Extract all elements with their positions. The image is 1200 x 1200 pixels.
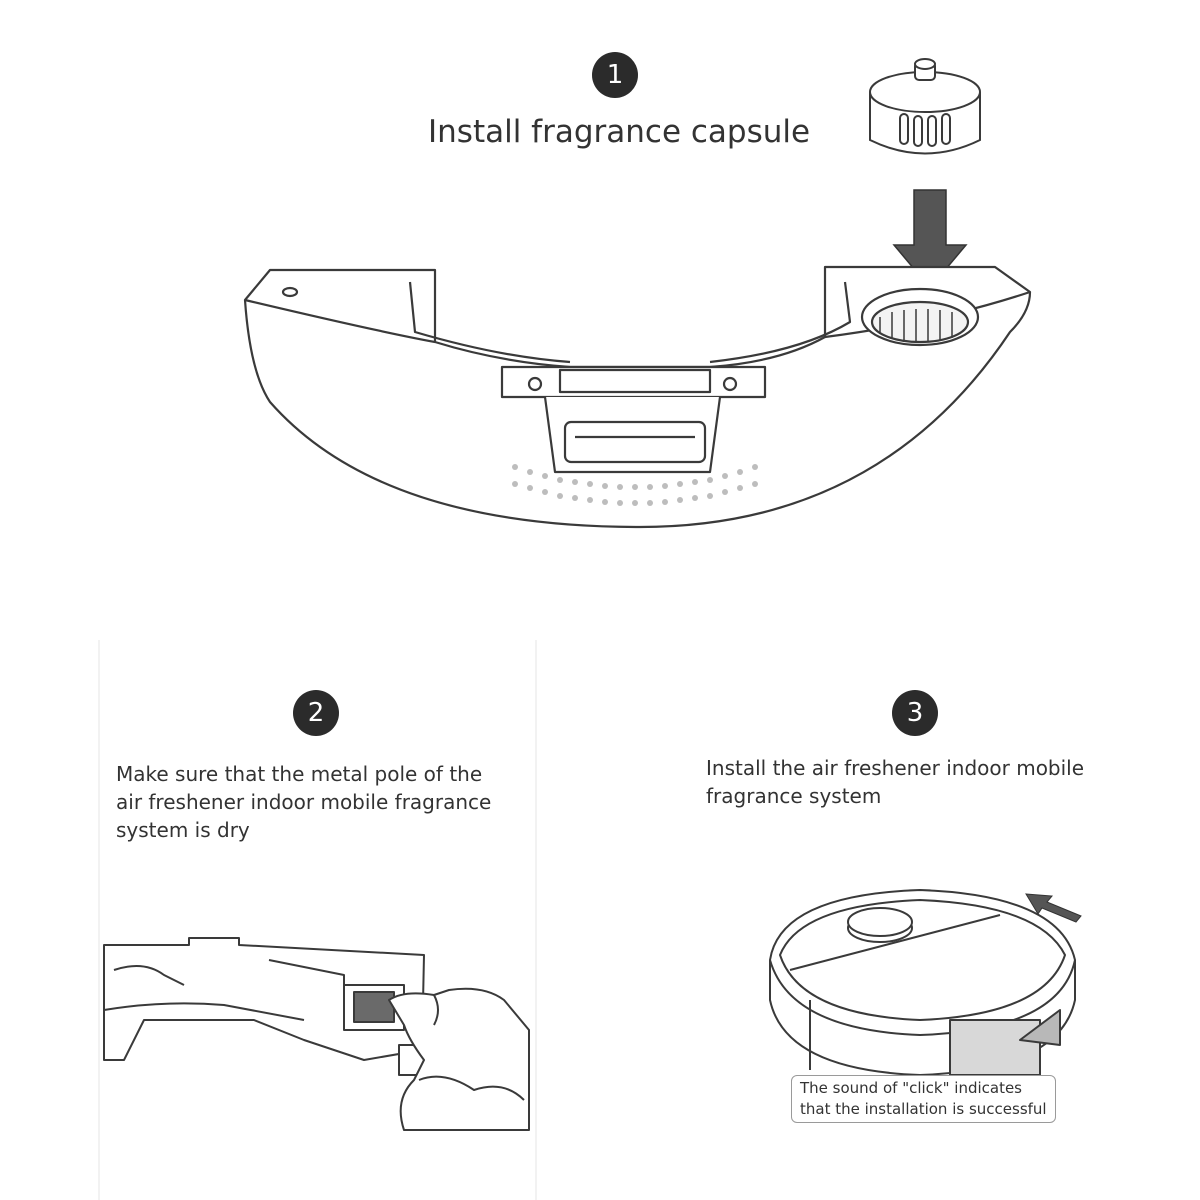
step-1-caption: Install fragrance capsule	[428, 114, 811, 150]
step-3-line-1: Install the air freshener indoor mobile	[706, 756, 1085, 780]
step-2-line-3: system is dry	[116, 818, 250, 842]
insert-arrow-icon	[1025, 893, 1082, 923]
panel-divider-left	[98, 640, 100, 1200]
step-2-caption: Make sure that the metal pole of the air…	[116, 760, 491, 844]
click-sound-callout: The sound of "click" indicates that the …	[791, 1075, 1056, 1123]
step-3-badge: 3	[892, 690, 938, 736]
step-3-caption: Install the air freshener indoor mobile …	[706, 754, 1084, 810]
panel-divider-middle	[535, 640, 537, 1200]
step-2-line-1: Make sure that the metal pole of the	[116, 762, 483, 786]
hand-icon	[388, 987, 530, 1131]
callout-line-1: The sound of "click" indicates	[800, 1079, 1022, 1097]
step-2-line-2: air freshener indoor mobile fragrance	[116, 790, 492, 814]
step-2-badge: 2	[293, 690, 339, 736]
robot-vacuum-icon	[769, 889, 1076, 1076]
fragrance-capsule-icon	[869, 58, 981, 155]
step-3-line-2: fragrance system	[706, 784, 882, 808]
callout-line-2: that the installation is successful	[800, 1100, 1047, 1118]
step-1-badge: 1	[592, 52, 638, 98]
mop-bracket-wipe-drawing	[103, 937, 530, 1131]
mop-bracket-drawing	[243, 265, 1032, 529]
